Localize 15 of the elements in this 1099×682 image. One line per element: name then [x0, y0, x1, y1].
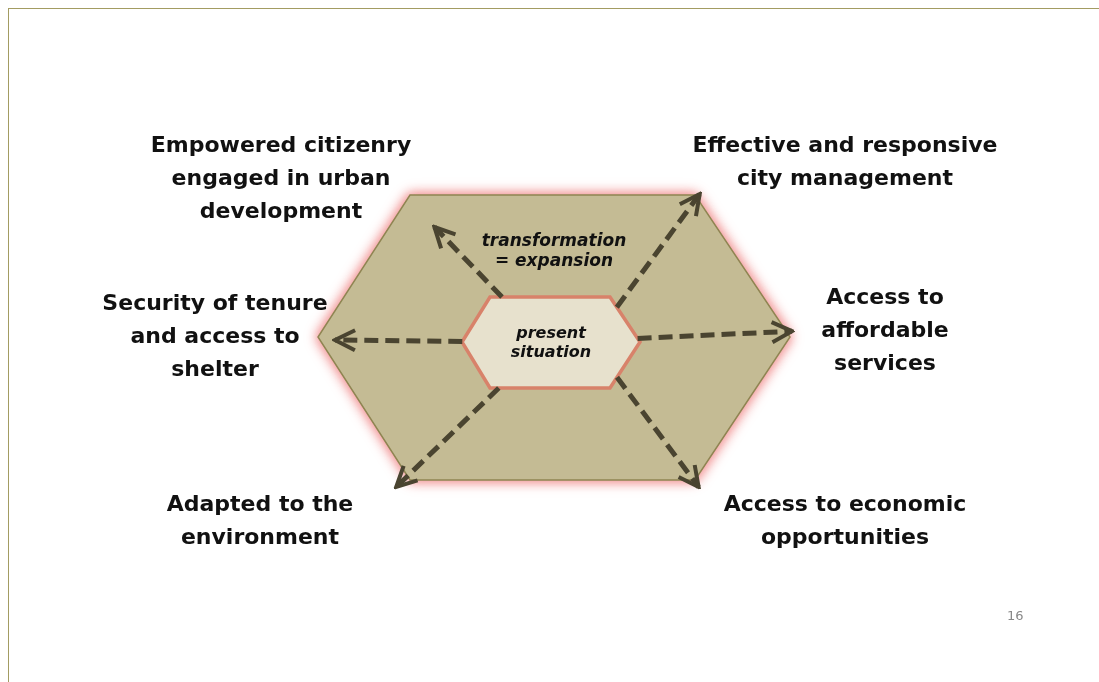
dashed-arrow: [333, 328, 463, 353]
dashed-arrow: [637, 320, 794, 345]
dashed-arrow: [432, 225, 504, 299]
dashed-arrow: [615, 375, 701, 489]
dashed-arrow: [614, 192, 702, 309]
goal-label: Effective and responsive city management: [680, 128, 1010, 194]
page-number: 16: [1007, 608, 1024, 623]
goal-label: Access to economic opportunities: [680, 487, 1010, 553]
goal-label: Empowered citizenry engaged in urban development: [118, 128, 444, 227]
goal-label: Adapted to the environment: [120, 487, 400, 553]
hexagon-label: transformation = expansion: [481, 230, 627, 270]
hexagon-label: present situation: [510, 323, 592, 361]
goal-label: Security of tenure and access to shelter: [95, 286, 335, 385]
goal-label: Access to affordable services: [792, 280, 978, 379]
dashed-arrow: [394, 386, 501, 489]
